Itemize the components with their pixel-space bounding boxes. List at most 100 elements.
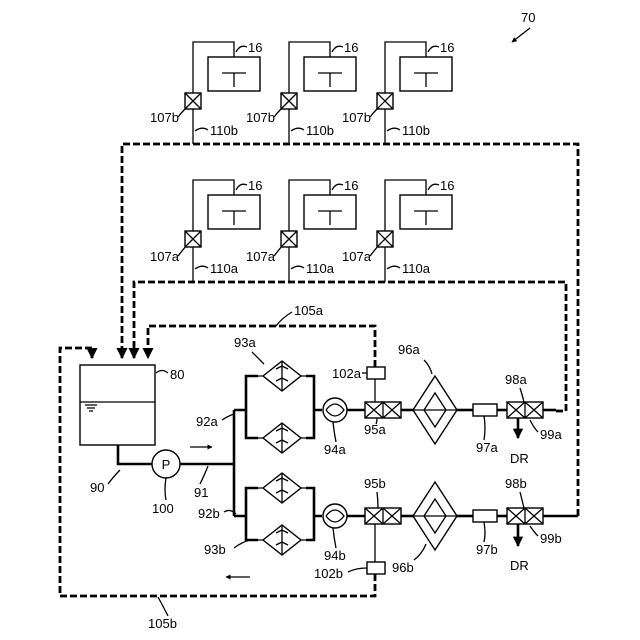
sensor-top-a-label: 102a	[332, 366, 362, 381]
sensor-a-label: 97a	[476, 440, 498, 455]
heat-exchanger-icon	[413, 376, 457, 444]
return-a-label: 105a	[294, 303, 324, 318]
chamber-row-upper: 16 107b 110b 16 107b 110b	[150, 40, 454, 144]
valve-label: 107b	[246, 110, 275, 125]
leader	[200, 466, 208, 484]
leader	[158, 597, 168, 616]
leader	[484, 416, 485, 440]
line-label: 110a	[210, 261, 239, 276]
chamber-label: 16	[344, 40, 358, 55]
line-label: 110b	[306, 123, 334, 138]
leader	[348, 568, 367, 572]
pump-symbol: P	[162, 457, 171, 472]
leader	[108, 470, 120, 484]
drain-line-a-label: 99a	[540, 427, 562, 442]
leader	[156, 371, 168, 374]
pump-out-label: 91	[194, 485, 208, 500]
line-label: 110b	[402, 123, 430, 138]
chamber-unit: 16 107a 110a	[150, 178, 262, 282]
drain-b-label: DR	[510, 558, 529, 573]
leader	[234, 540, 250, 548]
leader	[370, 246, 378, 256]
leader	[178, 246, 186, 256]
valve-label: 107a	[342, 249, 372, 264]
filter-icon	[258, 423, 306, 453]
drain-line-b-label: 99b	[540, 531, 562, 546]
leader	[222, 414, 234, 420]
sensor-b-icon	[367, 562, 385, 574]
leader	[276, 312, 292, 326]
valve-label: 107b	[150, 110, 179, 125]
recovery-line-110a	[134, 282, 566, 411]
leader	[520, 388, 524, 402]
leader	[236, 184, 247, 190]
sensor-97a-icon	[473, 404, 497, 416]
valve-label: 107a	[150, 249, 180, 264]
line-label: 110a	[306, 261, 335, 276]
leader	[428, 46, 439, 52]
filter-b-label: 93b	[204, 542, 226, 557]
filter-icon	[258, 361, 306, 391]
leader	[428, 184, 439, 190]
leader	[333, 422, 336, 442]
supply-line	[118, 445, 152, 464]
filter-outlet-a	[306, 376, 322, 438]
pump-label: 100	[152, 501, 174, 516]
valve-label: 107b	[342, 110, 371, 125]
chamber-label: 16	[344, 178, 358, 193]
return-b-label: 105b	[148, 616, 177, 631]
line-label: 110a	[402, 261, 431, 276]
leader	[424, 360, 432, 374]
leader	[332, 46, 343, 52]
leader	[165, 478, 166, 500]
valve-label: 107a	[246, 249, 276, 264]
supply-label: 90	[90, 480, 104, 495]
leader	[520, 492, 524, 508]
chamber-label: 16	[248, 40, 262, 55]
branch-b-label: 92b	[198, 506, 220, 521]
chamber-unit: 16 107b 110b	[150, 40, 262, 144]
leader	[377, 492, 378, 508]
line-label: 110b	[210, 123, 238, 138]
chamber-unit: 16 107b 110b	[342, 40, 454, 144]
drain-valve-a-label: 98a	[505, 372, 527, 387]
leader	[376, 418, 377, 424]
filter-inlet-b	[234, 488, 258, 540]
heat-exchanger-icon	[413, 482, 457, 550]
filter-icon	[258, 525, 306, 555]
leader	[195, 128, 208, 131]
leader	[484, 522, 485, 542]
chamber-row-lower: 16 107a 110a 16 107a 110a	[150, 178, 454, 282]
leader	[387, 266, 400, 269]
flowmeter-a-label: 94a	[324, 442, 346, 457]
valve-b-label: 95b	[364, 476, 386, 491]
tank: 80	[80, 365, 184, 445]
chamber-unit: 16 107a 110a	[246, 178, 358, 282]
filter-outlet-b	[306, 488, 322, 540]
leader	[252, 352, 264, 364]
sensor-bot-b-label: 102b	[314, 566, 343, 581]
leader	[195, 266, 208, 269]
drain-valve-b-label: 98b	[505, 476, 527, 491]
leader	[370, 108, 378, 117]
tank-label: 80	[170, 367, 184, 382]
valve-a-label: 95a	[364, 422, 386, 437]
leader	[387, 128, 400, 131]
leader	[291, 266, 304, 269]
exchanger-b-label: 96b	[392, 560, 414, 575]
system-arrow	[512, 28, 530, 42]
exchanger-a-label: 96a	[398, 342, 420, 357]
leader	[291, 128, 304, 131]
system-label: 70	[521, 10, 535, 25]
branch-a-label: 92a	[196, 414, 218, 429]
filter-inlet-a	[234, 376, 258, 438]
filter-a-label: 93a	[234, 335, 256, 350]
leader	[274, 246, 282, 256]
leader	[530, 420, 538, 432]
leader	[333, 528, 336, 548]
chamber-unit: 16 107b 110b	[246, 40, 358, 144]
leader	[332, 184, 343, 190]
leader	[530, 526, 538, 536]
sensor-97b-icon	[473, 510, 497, 522]
